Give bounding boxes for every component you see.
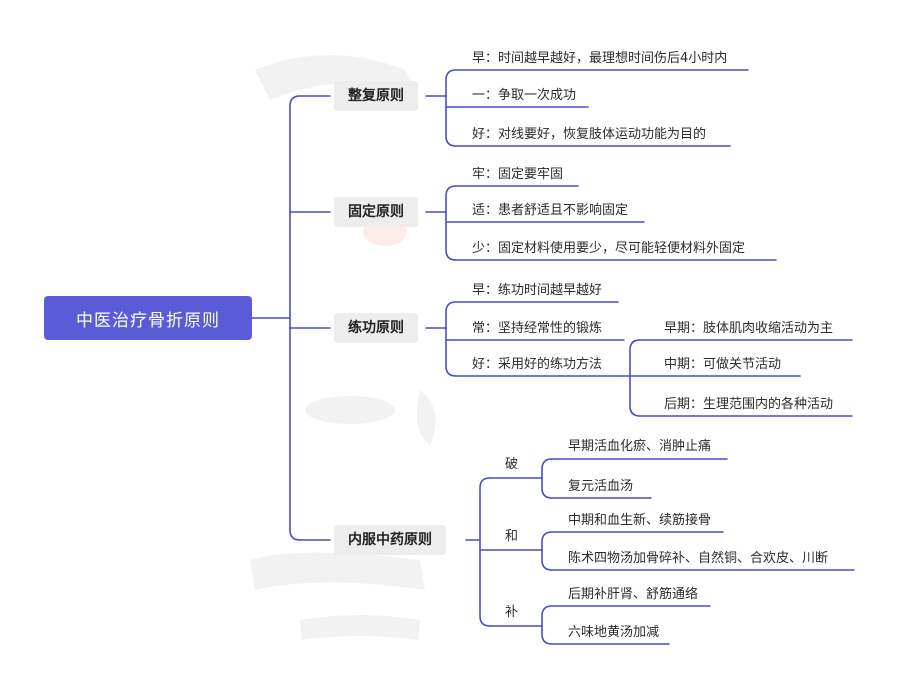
medicine-harmonize-item-1[interactable]: 中期和血生新、续筋接骨 — [568, 513, 712, 528]
medicine-tonify-item-2[interactable]: 六味地黄汤加减 — [568, 625, 660, 640]
medicine-tonify-item-1[interactable]: 后期补肝肾、舒筋通络 — [568, 587, 699, 602]
reduction-item-good[interactable]: 好：对线要好，恢复肢体运动功能为目的 — [472, 127, 707, 142]
fixation-item-comfort[interactable]: 适：患者舒适且不影响固定 — [472, 203, 629, 218]
root-node[interactable]: 中医治疗骨折原则 — [44, 296, 252, 340]
branch-reduction-principle[interactable]: 整复原则 — [334, 81, 418, 111]
background-watermark — [250, 55, 436, 640]
medicine-harmonize-item-2[interactable]: 陈术四物汤加骨碎补、自然铜、合欢皮、川断 — [568, 551, 829, 566]
branch-internal-medicine-principle[interactable]: 内服中药原则 — [334, 525, 446, 555]
exercise-sub-early[interactable]: 早期：肢体肌肉收缩活动为主 — [664, 321, 834, 336]
medicine-group-harmonize[interactable]: 和 — [505, 529, 519, 544]
medicine-group-break[interactable]: 破 — [505, 457, 519, 472]
branch-exercise-principle[interactable]: 练功原则 — [334, 313, 418, 343]
reduction-item-early[interactable]: 早：时间越早越好，最理想时间伤后4小时内 — [472, 51, 728, 66]
medicine-group-tonify[interactable]: 补 — [505, 605, 519, 620]
medicine-break-item-2[interactable]: 复元活血汤 — [568, 479, 634, 494]
exercise-sub-middle[interactable]: 中期：可做关节活动 — [664, 357, 782, 372]
exercise-item-regular[interactable]: 常：坚持经常性的锻炼 — [472, 321, 603, 336]
exercise-sub-late[interactable]: 后期：生理范围内的各种活动 — [664, 397, 834, 412]
exercise-item-early[interactable]: 早：练功时间越早越好 — [472, 283, 603, 298]
reduction-item-once[interactable]: 一：争取一次成功 — [472, 88, 577, 103]
fixation-item-firm[interactable]: 牢：固定要牢固 — [472, 167, 564, 182]
medicine-break-item-1[interactable]: 早期活血化瘀、消肿止痛 — [568, 439, 712, 454]
branch-fixation-principle[interactable]: 固定原则 — [334, 197, 418, 227]
fixation-item-less[interactable]: 少：固定材料使用要少，尽可能轻便材料外固定 — [472, 241, 746, 256]
exercise-item-method[interactable]: 好：采用好的练功方法 — [472, 357, 603, 372]
